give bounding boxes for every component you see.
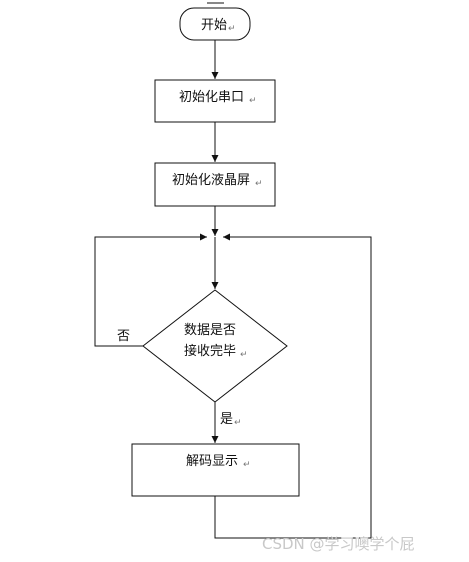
start-node-label: 开始: [201, 18, 227, 33]
decode-node: 解码显示 ↵: [131, 443, 300, 497]
decode-node-paragraph-mark: ↵: [243, 460, 251, 470]
decode-node-label: 解码显示: [186, 454, 238, 469]
edge-no-loop: [94, 233, 207, 347]
init-lcd-node-label: 初始化液晶屏: [172, 173, 250, 188]
edge-no-label: 否: [117, 329, 130, 344]
init-serial-node: 初始化串口 ↵: [154, 79, 276, 123]
watermark-text: CSDN @学习噢学个屁: [262, 535, 415, 553]
decision-node-paragraph-mark: ↵: [240, 350, 248, 360]
edge-decode-loop-back: [214, 233, 372, 539]
start-node: 开始 ↵: [179, 7, 251, 41]
init-lcd-node-paragraph-mark: ↵: [255, 179, 263, 189]
decision-node-line2: 接收完毕: [184, 343, 236, 359]
decision-node-line1: 数据是否: [184, 323, 236, 338]
init-serial-node-paragraph-mark: ↵: [249, 96, 257, 106]
init-lcd-node: 初始化液晶屏 ↵: [154, 162, 276, 207]
edge-yes-label: 是: [220, 412, 233, 427]
decision-node: 数据是否 接收完毕 ↵: [142, 289, 288, 403]
init-serial-node-label: 初始化串口: [179, 90, 244, 105]
edge-yes-paragraph-mark: ↵: [234, 418, 242, 428]
start-node-paragraph-mark: ↵: [228, 24, 236, 34]
